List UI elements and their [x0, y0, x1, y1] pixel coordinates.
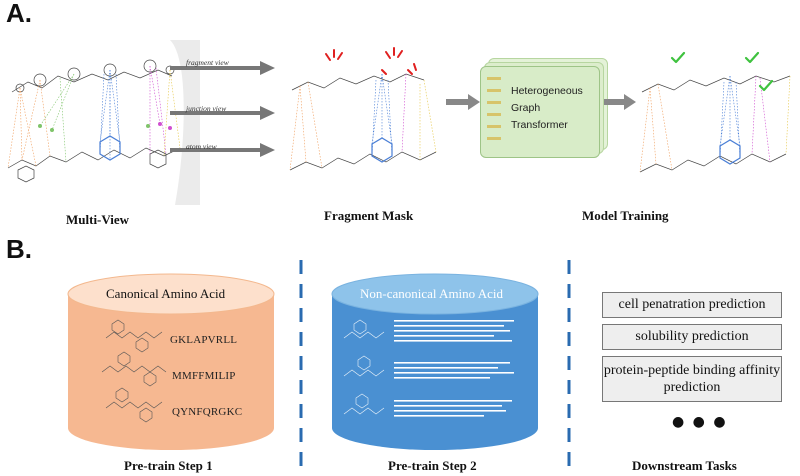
fragment-mask-graph [289, 47, 437, 171]
downstream-tasks-caption: Downstream Tasks [632, 458, 737, 473]
model-training-graph [639, 51, 791, 173]
canonical-title: Canonical Amino Acid [106, 286, 226, 301]
panel-a-label: A. [6, 0, 32, 28]
fragment-view-label: fragment view [186, 58, 229, 67]
arrow-from-transformer [604, 94, 636, 110]
canonical-sequence-2: MMFFMILIP [172, 370, 236, 382]
canonical-cylinder [67, 273, 275, 450]
transformer-box: Heterogeneous Graph Transformer [480, 66, 600, 158]
multi-view-caption: Multi-View [66, 212, 130, 227]
transformer-layer-lines [487, 77, 501, 140]
tasks-ellipsis: ● ● ● [672, 414, 728, 430]
noncanonical-title: Non-canonical Amino Acid [360, 286, 503, 301]
canonical-sequence-3: QYNFQRGKC [172, 406, 243, 418]
pretrain-step2-caption: Pre-train Step 2 [388, 458, 477, 473]
multi-view-graph [7, 40, 200, 205]
junction-view-label: junction view [186, 104, 227, 113]
fragment-mask-caption: Fragment Mask [324, 208, 414, 223]
divider-2 [567, 260, 571, 474]
view-arrows [170, 61, 275, 157]
arrow-to-transformer [446, 94, 480, 110]
atom-view-label: atom view [186, 142, 217, 151]
task-solubility: solubility prediction [602, 324, 782, 350]
pretrain-step1-caption: Pre-train Step 1 [124, 458, 213, 473]
divider-1 [299, 260, 303, 474]
canonical-sequence-1: GKLAPVRLL [170, 334, 238, 346]
panel-b-label: B. [6, 234, 32, 264]
noncanonical-cylinder [331, 273, 539, 450]
task-cell-penetration: cell penatration prediction [602, 292, 782, 318]
model-training-caption: Model Training [582, 208, 669, 223]
transformer-label: Heterogeneous Graph Transformer [511, 85, 583, 131]
task-binding-affinity: protein-peptide binding affinity predict… [602, 356, 782, 402]
